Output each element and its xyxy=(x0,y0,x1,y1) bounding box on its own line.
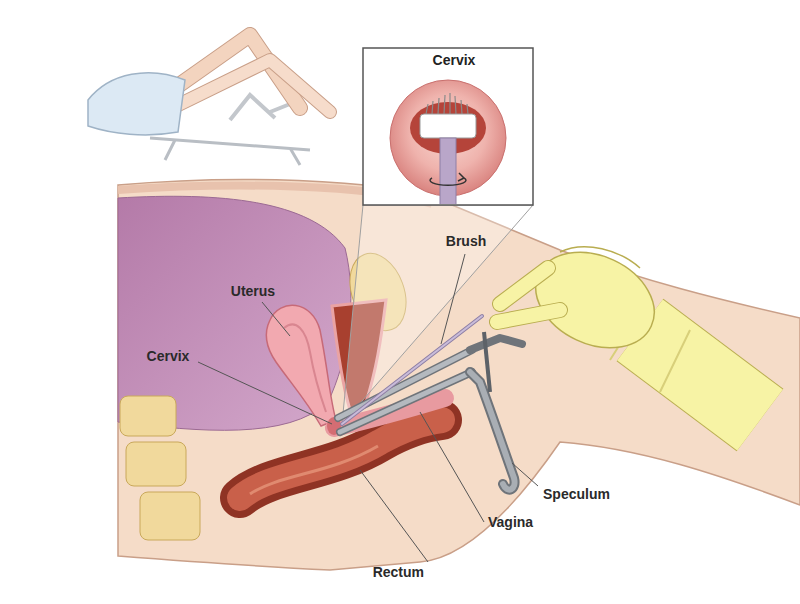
leader-line xyxy=(420,412,484,522)
inset-box: Cervix xyxy=(363,48,545,205)
brush-handle xyxy=(440,138,456,204)
part-label: Rectum xyxy=(373,564,424,581)
speculum-screw xyxy=(484,332,490,392)
glove-thumb-outline xyxy=(497,310,560,322)
gloved-hand xyxy=(497,234,760,420)
vertebra xyxy=(140,492,200,540)
glove-knuckle xyxy=(560,247,640,268)
sacrum xyxy=(120,396,200,540)
leg-outline xyxy=(168,60,330,112)
glove-finger xyxy=(500,268,548,304)
brush-head xyxy=(420,114,476,138)
glove-thumb xyxy=(497,310,560,322)
glove-cuff-outline xyxy=(640,330,760,420)
part-label: Brush xyxy=(446,233,486,250)
leader-line xyxy=(198,362,332,424)
uterus xyxy=(266,305,336,426)
leg xyxy=(168,60,330,112)
part-label: Uterus xyxy=(231,283,275,300)
rotation-arrowhead xyxy=(458,173,464,181)
uterine-canal xyxy=(284,324,326,412)
body-section xyxy=(118,180,800,570)
gown xyxy=(88,73,185,135)
glove-cuff xyxy=(640,330,760,420)
vertebra xyxy=(120,396,176,436)
leader-lines xyxy=(198,254,538,562)
speculum-handle xyxy=(470,372,515,490)
vertebra xyxy=(126,442,186,486)
leader-line xyxy=(262,302,290,336)
patient-sketch xyxy=(88,35,330,165)
brush-bristles xyxy=(426,93,468,114)
speculum-blade xyxy=(340,372,472,432)
part-label: Cervix xyxy=(147,348,190,365)
leader-line xyxy=(441,254,465,344)
pelvic-cavity xyxy=(118,196,351,430)
speculum-blade xyxy=(340,372,472,432)
inset-heading: Cervix xyxy=(363,48,545,68)
glove-palm xyxy=(520,234,670,366)
brush xyxy=(342,316,482,424)
exam-table xyxy=(150,138,310,165)
leader-line xyxy=(360,470,428,562)
inset-picture xyxy=(390,80,506,204)
glove-finger-outline xyxy=(500,268,548,304)
rectum-highlight xyxy=(250,446,378,494)
brush xyxy=(342,316,482,424)
leader-line xyxy=(512,463,538,486)
speculum-lever xyxy=(470,338,522,350)
part-label: Speculum xyxy=(543,486,610,503)
speculum-handle xyxy=(470,372,515,490)
part-label: Vagina xyxy=(488,514,533,531)
